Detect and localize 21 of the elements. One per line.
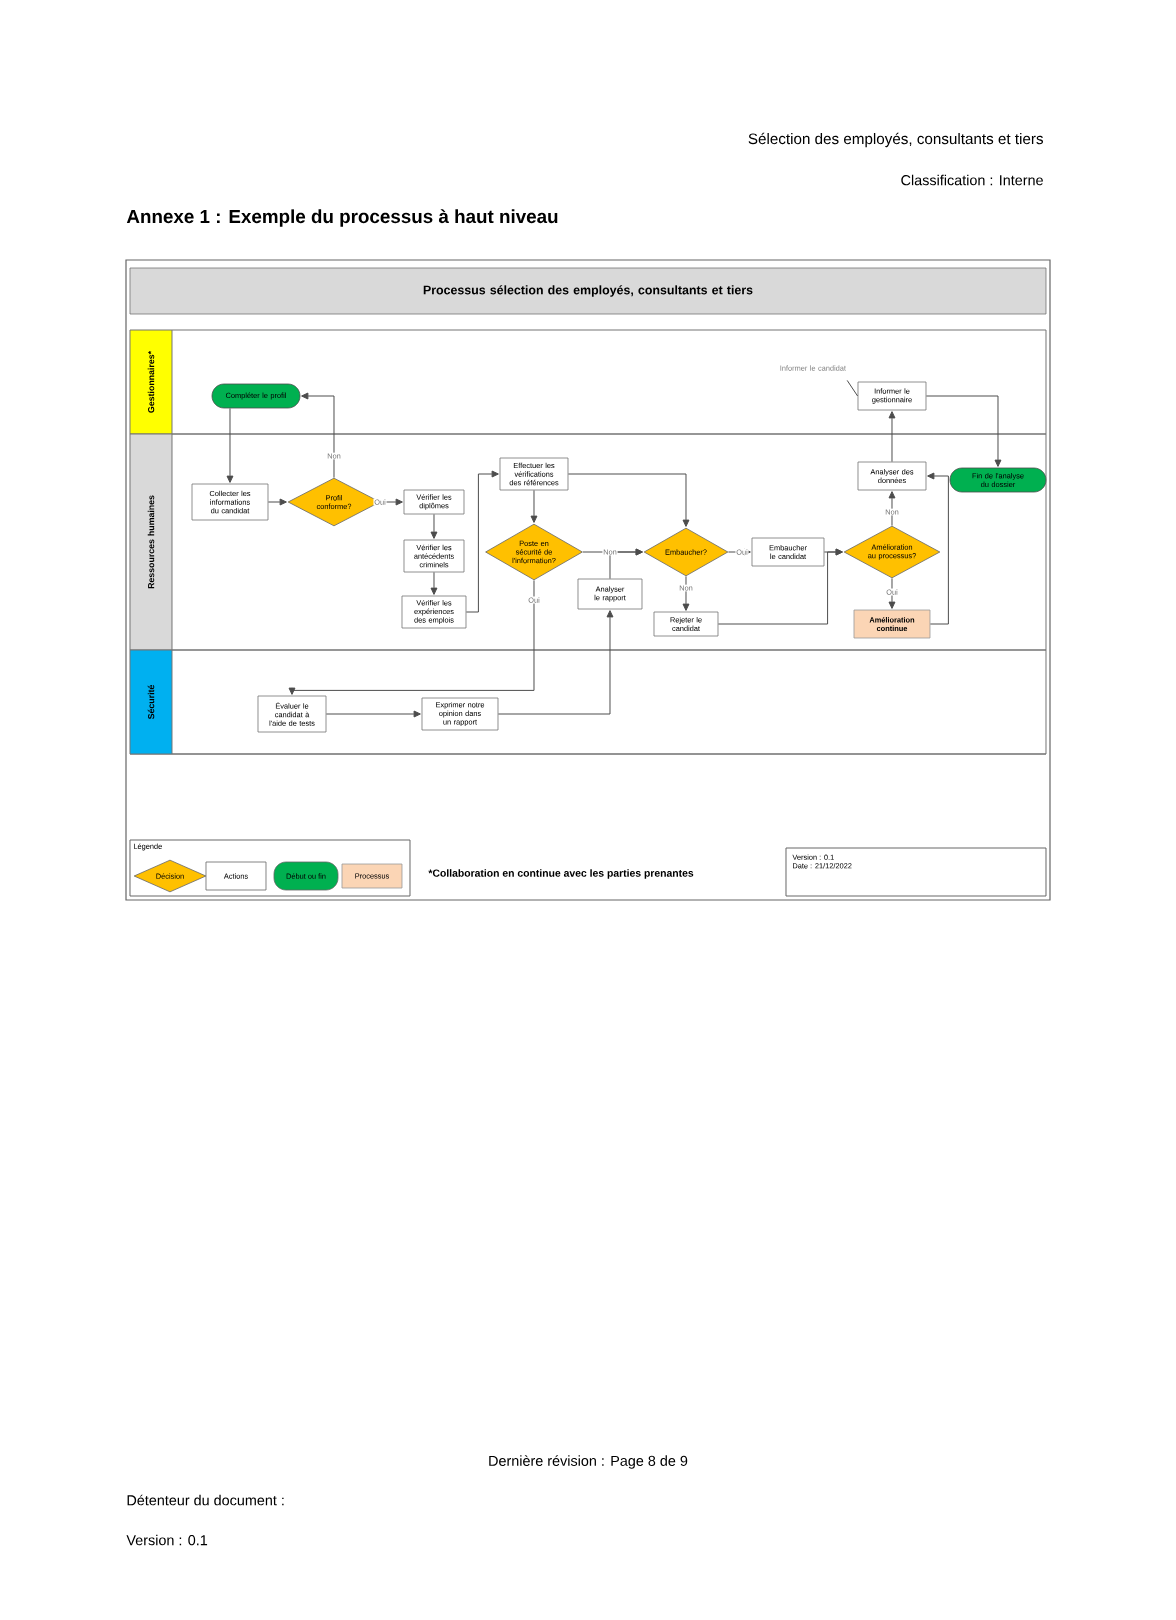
arrow	[288, 579, 535, 695]
arrow	[325, 710, 421, 718]
arrow	[888, 577, 896, 609]
arrow	[682, 575, 690, 611]
arrow	[497, 610, 614, 715]
arrow	[888, 491, 896, 527]
arrow	[567, 473, 690, 527]
leader-line	[846, 379, 859, 397]
arrow	[925, 395, 1002, 467]
page-heading: Annexe 1 : Exemple du processus à haut niveau	[126, 209, 558, 227]
arrow	[888, 411, 896, 463]
arrow	[927, 472, 949, 625]
arrow	[267, 498, 287, 506]
arrow	[609, 548, 643, 580]
arrow	[465, 470, 499, 613]
arrow	[430, 571, 438, 595]
arrow	[226, 407, 234, 483]
arrow	[430, 513, 438, 539]
arrow	[301, 392, 335, 479]
arrow	[823, 548, 843, 556]
arrow	[530, 489, 538, 523]
